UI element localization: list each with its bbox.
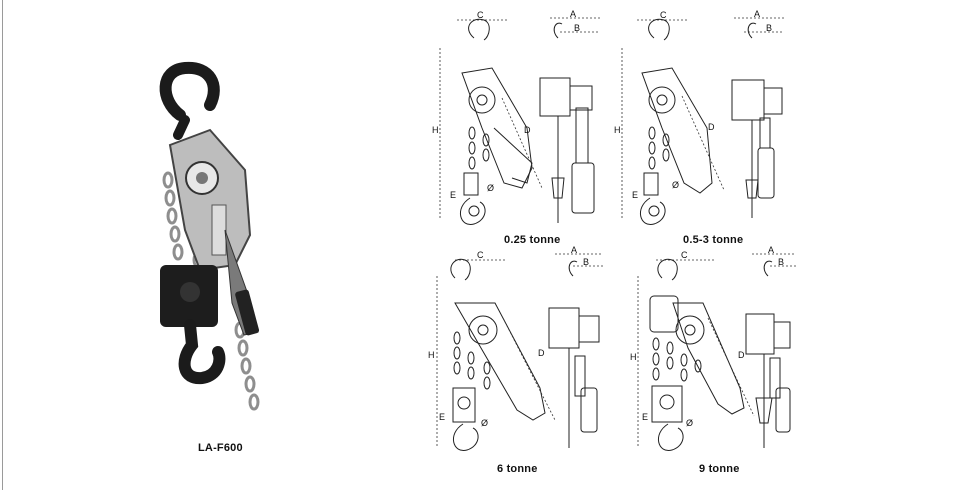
dim-d-label: D [708,122,715,132]
dim-c-label: C [660,10,667,20]
dim-a-label: A [570,9,576,19]
lever-hoist-photo [159,61,260,411]
dim-phi-label: Ø [672,180,679,190]
diagram-9-tonne: C H D E Ø A B [630,245,796,451]
dim-d-label: D [524,125,531,135]
dim-c-label: C [477,250,484,260]
product-model-label: LA-F600 [198,442,243,454]
dim-a-label: A [571,245,577,255]
dim-c-label: C [681,250,688,260]
diagram-0-5-3-tonne: C H D E Ø A B [614,9,784,225]
dim-d-label: D [538,348,545,358]
dim-e-label: E [439,412,445,422]
dim-phi-label: Ø [481,418,488,428]
dim-h-label: H [630,352,637,362]
diagram-caption-6-tonne: 6 tonne [497,463,538,475]
dim-b-label: B [778,257,784,267]
left-border-line [2,0,3,490]
dim-e-label: E [632,190,638,200]
dim-d-label: D [738,350,745,360]
dim-c-label: C [477,10,484,20]
dim-e-label: E [642,412,648,422]
diagram-caption-0-5-3-tonne: 0.5-3 tonne [683,234,744,246]
dim-b-label: B [766,23,772,33]
diagram-caption-9-tonne: 9 tonne [699,463,740,475]
dim-a-label: A [754,9,760,19]
dim-b-label: B [574,23,580,33]
dim-phi-label: Ø [487,183,494,193]
dim-h-label: H [428,350,435,360]
dim-a-label: A [768,245,774,255]
dim-h-label: H [432,125,439,135]
diagram-6-tonne: C H D E Ø A B [428,245,603,451]
diagram-0-25-tonne: C H D E Ø A B [432,9,600,225]
dim-phi-label: Ø [686,418,693,428]
dim-h-label: H [614,125,621,135]
dim-b-label: B [583,257,589,267]
diagram-caption-0-25-tonne: 0.25 tonne [504,234,561,246]
dim-e-label: E [450,190,456,200]
